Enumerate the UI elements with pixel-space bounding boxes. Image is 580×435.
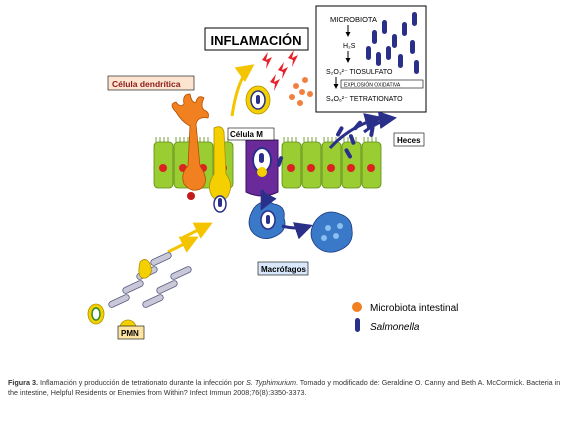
box-thiosulfate: S₂O₃²⁻ TIOSULFATO [326,69,393,76]
dendritic-label: Célula dendrítica [107,75,195,91]
svg-text:Célula dendrítica: Célula dendrítica [112,79,181,89]
legend: Microbiota intestinal Salmonella [352,302,458,333]
caption-figure-label: Figura 3. [8,378,38,387]
caption-text-1: Inflamación y producción de tetrationato… [37,378,247,387]
m-cell-label: Célula M [230,130,263,139]
tetrathionate-box: MICROBIOTA H₂S S₂O₃²⁻ TIOSULFATO EXPLOSI… [315,5,427,113]
caption-text-2: . Tomado y modificado de: Geraldine O. C… [8,378,561,397]
lightning-bolts [262,50,298,91]
box-tetrathionate: S₄O₆²⁻ TETRATIONATO [326,96,403,103]
inflammation-title: INFLAMACIÓN [204,27,309,51]
figure-diagram: INFLAMACIÓN MICROBIOTA H₂S S₂O₃²⁻ TIOSUL… [87,5,458,340]
caption-species: S. Typhimurium [246,378,296,387]
box-oxidative-burst: EXPLOSIÓN OXIDATIVA [344,82,401,89]
feces-label: Heces [393,132,425,147]
figure-caption: Figura 3. Inflamación y producción de te… [8,378,572,398]
arrow-to-inflammation [230,64,255,117]
salmonella-rods-lumen [276,120,375,167]
pmn-label: PMN [117,325,145,340]
macrophage-label: Macrófagos [257,261,309,276]
box-h2s: H₂S [343,43,356,50]
yellow-phagocyte [209,126,231,213]
m-cell [245,139,279,197]
yellow-cell-top [245,85,271,115]
svg-text:Macrófagos: Macrófagos [261,265,306,274]
svg-text:Heces: Heces [397,136,421,145]
box-microbiota: MICROBIOTA [330,15,377,24]
macrophages [248,201,353,253]
salmonella-flow [260,111,397,211]
blood-cells [108,252,192,308]
dendritic-cell [171,93,209,200]
epithelium [153,137,382,189]
salmonella-rods-box [366,12,419,74]
yellow-arrows [167,222,213,254]
arrow-macrophage [281,222,313,240]
legend-microbiota-marker [352,302,362,312]
microbiota-cluster-top [289,77,313,106]
legend-salmonella-label: Salmonella [370,322,420,333]
svg-text:PMN: PMN [121,329,139,338]
legend-salmonella-marker [355,318,360,332]
inflammation-title-text: INFLAMACIÓN [211,33,302,48]
legend-microbiota-label: Microbiota intestinal [370,303,458,314]
